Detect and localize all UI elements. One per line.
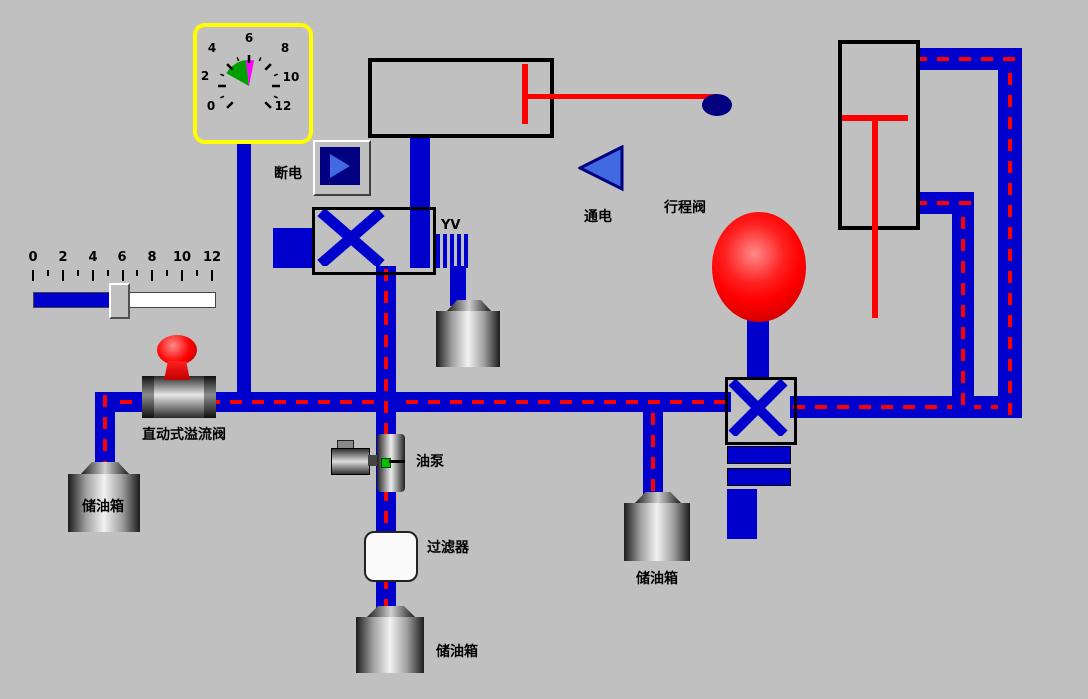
filter-label: 过滤器 (427, 540, 469, 556)
relief-valve-knob (157, 335, 197, 365)
travel-valve-ball (712, 212, 806, 322)
right-tank-top (634, 492, 682, 504)
arrow-left-icon (578, 145, 624, 192)
power-on-label: 通电 (584, 209, 612, 225)
pipe-right-tank-drop (643, 410, 663, 498)
gauge-tick-label: 0 (206, 99, 216, 113)
pipe-outer-loop-top (912, 48, 1022, 70)
right-tank-label: 储油箱 (636, 571, 678, 587)
slider-tick-label: 10 (172, 250, 192, 265)
bottom-tank (356, 617, 424, 673)
gauge-tick-label: 10 (282, 70, 300, 84)
bottom-tank-label: 储油箱 (436, 644, 478, 660)
travel-valve-body (725, 377, 797, 445)
left-tank-top (80, 462, 130, 475)
slider-tick (76, 270, 79, 276)
slider-tick (181, 270, 184, 281)
power-off-icon-panel (320, 147, 360, 185)
travel-valve-label: 行程阀 (664, 200, 706, 216)
pipe-box-to-valve (410, 128, 430, 268)
pipe-main-horizontal (95, 392, 731, 412)
slider-tick (211, 270, 213, 281)
slider-tick (106, 270, 109, 276)
slider-tick-label: 12 (202, 250, 222, 265)
gauge-dial (218, 55, 280, 109)
slider-tick (136, 270, 139, 276)
slider-tick-label: 2 (58, 250, 68, 265)
slider-tick (121, 270, 124, 281)
gauge-tick-label: 8 (280, 41, 290, 55)
gauge-tick-label: 6 (244, 31, 254, 45)
pipe-left-tank-drop (95, 392, 115, 466)
pipe-coil-drop (450, 266, 466, 306)
pump-status-led (381, 458, 391, 468)
left-tank (68, 474, 140, 532)
slider-tick (196, 270, 199, 276)
solenoid-valve-body (312, 207, 436, 275)
slider-tick (32, 270, 34, 281)
slider-tick-label: 8 (147, 250, 157, 265)
power-off-button[interactable] (313, 140, 371, 196)
drain-tank-top (446, 300, 492, 312)
travel-valve-position-bar (727, 468, 791, 486)
setpoint-slider: 0 2 4 6 8 10 12 (25, 250, 225, 325)
power-on-arrow[interactable] (578, 145, 624, 192)
hydraulic-cylinder (838, 40, 920, 230)
lever-knob (702, 94, 732, 116)
cylinder-rod (872, 120, 878, 318)
relief-valve-flange-right (204, 376, 216, 418)
cylinder-piston (842, 115, 908, 121)
slider-tick (166, 270, 169, 276)
solenoid-label: YV (441, 218, 461, 233)
relief-valve-body (142, 376, 216, 418)
gauge-tick-label: 12 (274, 99, 292, 113)
pipe-valve-bottom-stem (727, 489, 757, 539)
slider-tick-label: 4 (88, 250, 98, 265)
dial-gauge: 0 2 4 6 8 10 12 (193, 23, 313, 144)
travel-valve-cross-icon (728, 380, 788, 436)
solenoid-valve-cross-icon (317, 210, 385, 266)
pump-pointer-icon (389, 460, 405, 463)
pipe-inner-loop-stub (912, 192, 974, 214)
valve-port-block (273, 228, 313, 268)
slider-tick-marks (25, 250, 225, 325)
slider-tick (61, 270, 64, 281)
power-off-label: 断电 (274, 166, 302, 182)
bottom-tank-top (366, 606, 416, 618)
slider-tick-label: 6 (117, 250, 127, 265)
gauge-tick-label: 2 (200, 69, 210, 83)
right-tank (624, 503, 690, 561)
relief-valve-label: 直动式溢流阀 (142, 427, 226, 443)
pipe-gauge-drop (237, 134, 251, 394)
lever-arm (526, 94, 716, 99)
pump-motor (331, 448, 370, 475)
pump-shaft (368, 455, 377, 466)
pipe-inner-loop-vertical (952, 192, 974, 418)
oil-filter (364, 531, 418, 582)
slider-fill (34, 293, 118, 307)
pipe-bottom-right-horizontal (790, 396, 1022, 418)
pipe-ball-stem (747, 316, 769, 380)
slider-tick (151, 270, 154, 281)
travel-valve-position-bar (727, 446, 791, 464)
limit-switch-post (522, 64, 528, 124)
pipe-outer-loop-vertical (998, 48, 1022, 418)
left-tank-label: 储油箱 (82, 499, 124, 515)
pump-label: 油泵 (416, 454, 444, 470)
slider-thumb[interactable] (109, 283, 130, 319)
drain-tank (436, 311, 500, 367)
slider-tick (46, 270, 49, 276)
gauge-tick-label: 4 (207, 41, 217, 55)
play-right-icon (330, 154, 350, 178)
relief-valve-stem (164, 361, 190, 380)
slider-tick (91, 270, 94, 281)
slider-tick-label: 0 (28, 250, 38, 265)
solenoid-coil-icon (436, 234, 469, 268)
relief-valve-flange-left (142, 376, 154, 418)
